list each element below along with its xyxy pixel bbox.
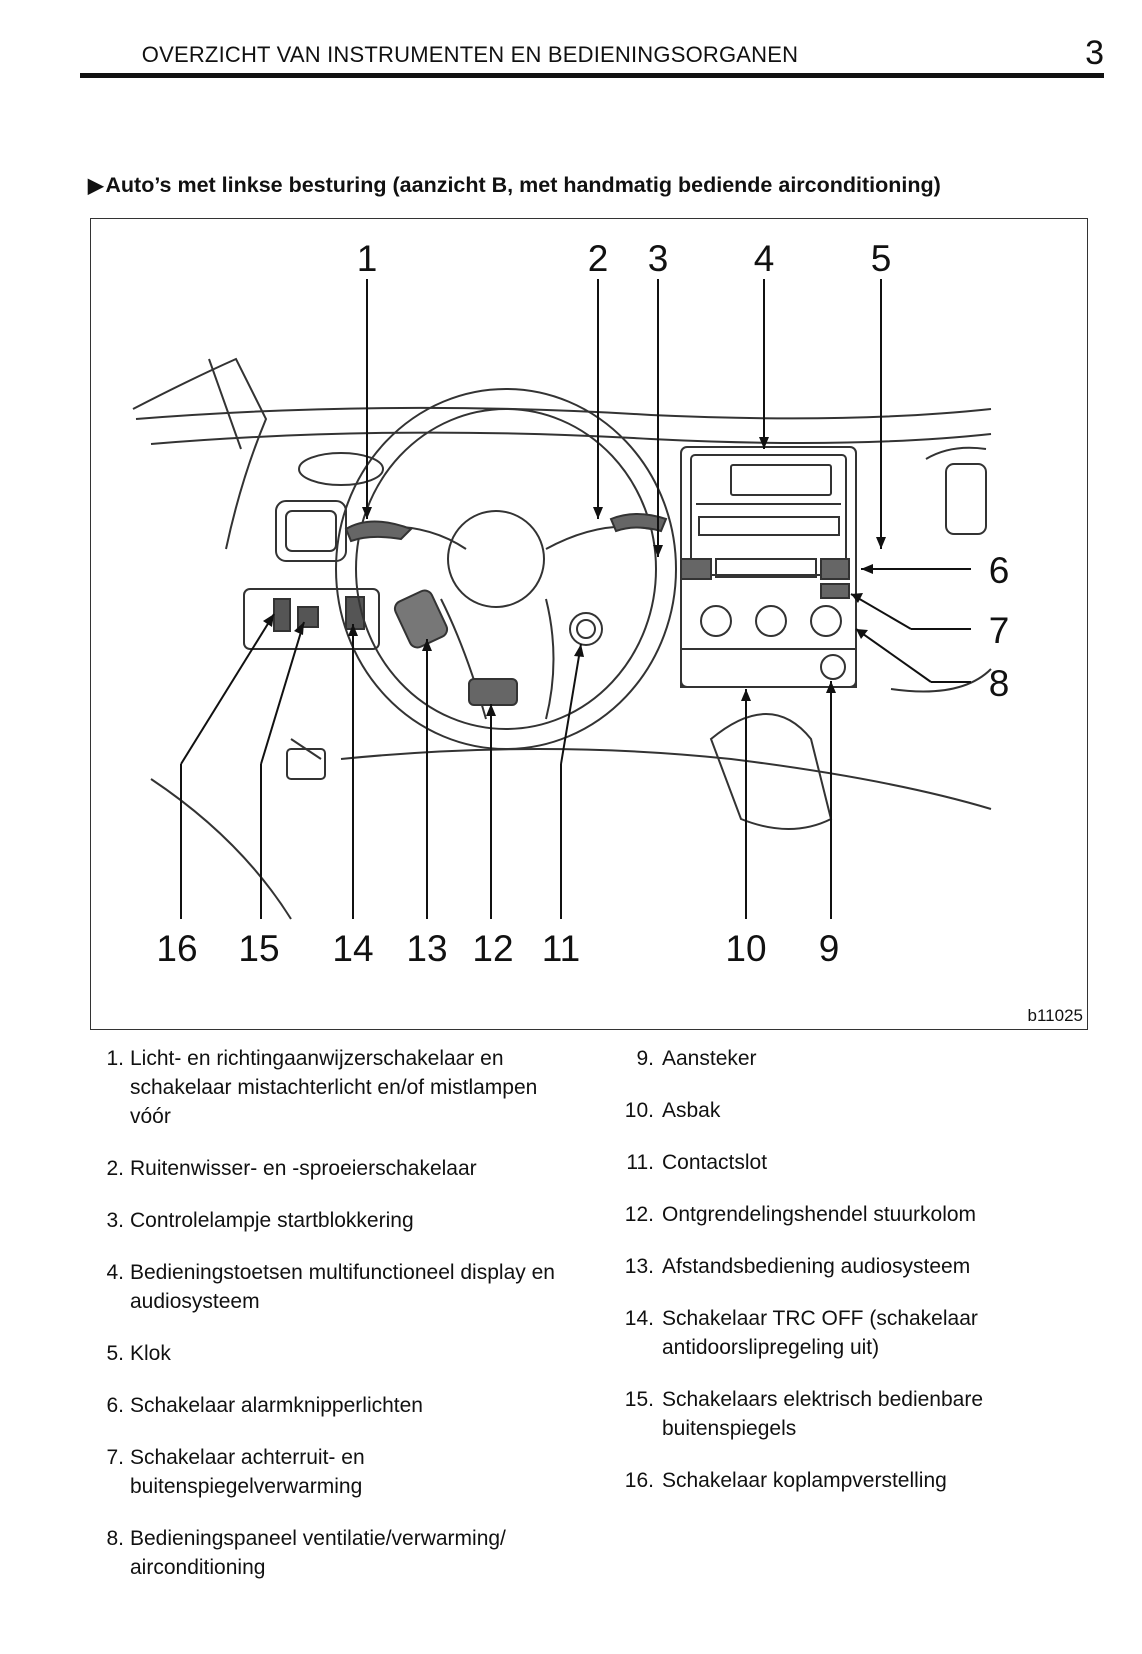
legend-item: 12. Ontgrendelingshendel stuurkolom [618,1200,1088,1229]
callout-2: 2 [588,238,609,279]
header-rule [80,73,1104,78]
callout-14: 14 [332,928,373,969]
left-switch-panel [243,588,380,650]
legend-item-number: 6. [106,1394,124,1417]
legend-item-number: 2. [106,1157,124,1180]
legend-item: 6. Schakelaar alarmknipperlichten [96,1391,576,1420]
audio-unit [690,454,847,576]
callout-10: 10 [725,928,766,969]
legend-item-text: Aansteker [662,1047,757,1070]
dash-top-line [135,406,992,420]
legend-item-number: 1. [106,1047,124,1070]
callout-7: 7 [989,610,1010,651]
callout-8: 8 [989,663,1010,704]
callout-15: 15 [238,928,279,969]
legend-item: 7. Schakelaar achterruit- en buitenspiege… [96,1443,576,1501]
callout-9: 9 [819,928,840,969]
callout-11: 11 [542,928,580,969]
legend-right-column: 9. Aansteker 10. Asbak 11. Contactslot 12. O… [618,1044,1088,1518]
callout-4: 4 [754,238,775,279]
legend-item-number: 15. [624,1388,654,1411]
legend-item-text: Schakelaar achterruit- en buitenspiegelv… [130,1446,365,1498]
legend-item: 4. Bedieningstoetsen multifunctioneel dis… [96,1258,576,1316]
page-number: 3 [1085,34,1104,72]
legend-item-text: Asbak [662,1099,721,1122]
legend-item: 8. Bedieningspaneel ventilatie/verwarming… [96,1524,576,1582]
callout-16: 16 [156,928,197,969]
legend-item-number: 13. [624,1255,654,1278]
legend-item: 3. Controlelampje startblokkering [96,1206,576,1235]
legend-item-number: 7. [106,1446,124,1469]
callout-3: 3 [648,238,669,279]
callout-5: 5 [871,238,892,279]
triangle-marker-icon: ▶ [88,175,104,197]
section-heading-text: Auto’s met linkse besturing (aanzicht B,… [105,173,941,197]
legend-item-text: Schakelaar koplampverstelling [662,1469,947,1492]
legend-item-number: 14. [624,1307,654,1330]
legend-item-text: Ontgrendelingshendel stuurkolom [662,1203,977,1226]
figure-reference: b11025 [1027,1006,1083,1025]
defrost-vent [298,452,384,486]
legend-item-text: Schakelaars elektrisch bedienbare buiten… [662,1388,984,1440]
legend-item-number: 12. [624,1203,654,1226]
legend-item-text: Controlelampje startblokkering [130,1209,414,1232]
legend-item-number: 16. [624,1469,654,1492]
legend-item-text: Licht- en richtingaanwijzerschakelaar en… [130,1047,538,1128]
legend-item-number: 10. [624,1099,654,1122]
legend-item: 1. Licht- en richtingaanwijzerschakelaar … [96,1044,576,1131]
a-pillar [132,357,268,550]
legend-item-number: 5. [106,1342,124,1365]
legend-item-number: 4. [106,1261,124,1284]
legend-item: 5. Klok [96,1339,576,1368]
header-title: OVERZICHT VAN INSTRUMENTEN EN BEDIENINGS… [141,42,799,67]
legend-item: 9. Aansteker [618,1044,1088,1073]
legend-left-column: 1. Licht- en richtingaanwijzerschakelaar … [96,1044,576,1605]
dashboard-illustration: 1 2 3 4 5 6 7 8 16 15 14 13 12 11 10 9 [132,238,1010,969]
legend-item: 11. Contactslot [618,1148,1088,1177]
legend-item: 13. Afstandsbediening audiosysteem [618,1252,1088,1281]
callout-13: 13 [406,928,447,969]
legend-item-number: 9. [636,1047,654,1070]
legend-item-number: 3. [106,1209,124,1232]
dashboard-figure: 1 2 3 4 5 6 7 8 16 15 14 13 12 11 10 9 b… [90,218,1088,1030]
legend-item-text: Afstandsbediening audiosysteem [662,1255,971,1278]
airbag-hub [447,510,545,608]
callout-6: 6 [989,550,1010,591]
legend-item: 2. Ruitenwisser- en -sproeierschakelaar [96,1154,576,1183]
callout-12: 12 [472,928,513,969]
legend-item: 10. Asbak [618,1096,1088,1125]
cigarette-lighter [820,654,846,680]
legend-item-text: Contactslot [662,1151,768,1174]
legend-item: 16. Schakelaar koplampverstelling [618,1466,1088,1495]
legend-item-text: Schakelaar TRC OFF (schakelaar antidoors… [662,1307,978,1359]
legend-item-number: 11. [626,1151,654,1174]
legend-item: 14. Schakelaar TRC OFF (schakelaar antido… [618,1304,1088,1362]
legend-item-text: Bedieningspaneel ventilatie/verwarming/ … [130,1527,506,1579]
legend-item-number: 8. [106,1527,124,1550]
right-vent [945,463,987,535]
legend-item: 15. Schakelaars elektrisch bedienbare bui… [618,1385,1088,1443]
legend-item-text: Bedieningstoetsen multifunctioneel displ… [130,1261,555,1313]
legend-item-text: Klok [130,1342,171,1365]
legend-item-text: Ruitenwisser- en -sproeierschakelaar [130,1157,477,1180]
legend-item-text: Schakelaar alarmknipperlichten [130,1394,423,1417]
section-heading: ▶Auto’s met linkse besturing (aanzicht B… [88,173,941,198]
callout-1: 1 [357,238,378,279]
